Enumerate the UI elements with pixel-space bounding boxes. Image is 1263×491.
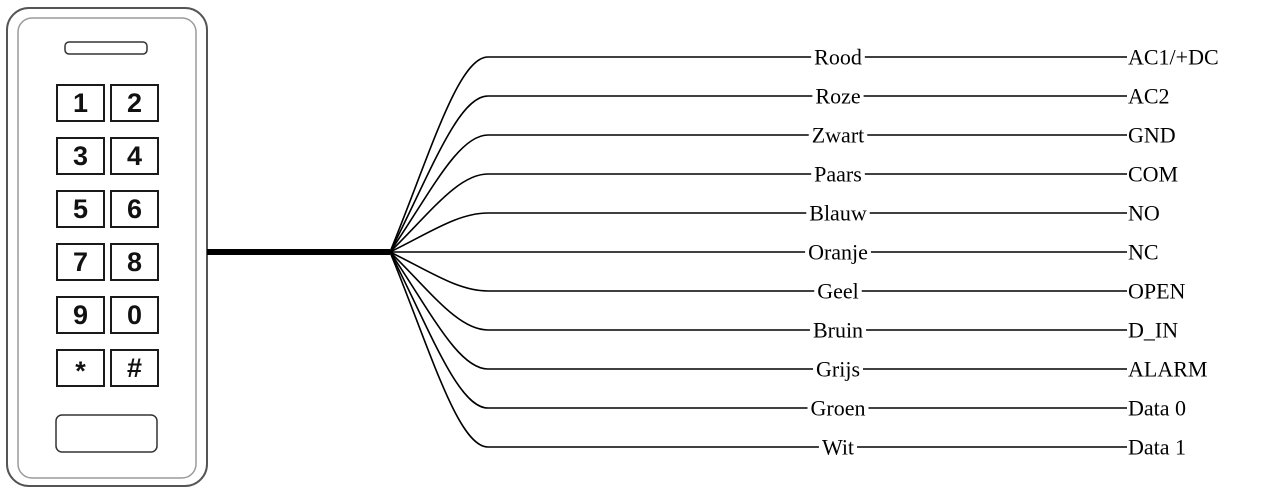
key-5[interactable]: 5 bbox=[56, 190, 105, 228]
wire-roze-lead bbox=[389, 95, 813, 253]
wire-grijs: Grijs ALARM bbox=[389, 251, 1207, 382]
indicator-slot bbox=[64, 41, 148, 55]
key-9[interactable]: 9 bbox=[56, 296, 105, 334]
wire-wit: Wit Data 1 bbox=[389, 251, 1186, 460]
key-9-frame bbox=[56, 296, 105, 334]
wire-bruin: Bruin D_IN bbox=[389, 251, 1178, 343]
wire-grijs-lead bbox=[389, 251, 813, 370]
wire-blauw: Blauw NO bbox=[389, 201, 1160, 253]
wire-signal-label: GND bbox=[1128, 123, 1176, 148]
key-7[interactable]: 7 bbox=[56, 243, 105, 281]
key-grid: 1 2 3 4 5 6 7 8 9 0 * # bbox=[56, 84, 159, 387]
device-faceplate bbox=[17, 17, 197, 479]
wire-bruin-lead bbox=[389, 251, 810, 331]
wire-color-label: Bruin bbox=[813, 318, 863, 343]
wire-blauw-lead bbox=[389, 212, 807, 253]
wire-signal-label: AC2 bbox=[1128, 84, 1170, 109]
key-4-label: 4 bbox=[127, 141, 142, 171]
key-0-frame bbox=[110, 296, 159, 334]
card-reader-area bbox=[55, 414, 158, 453]
key-5-label: 5 bbox=[73, 194, 88, 224]
key-star-frame bbox=[56, 349, 105, 387]
key-3-label: 3 bbox=[73, 141, 88, 171]
key-7-frame bbox=[56, 243, 105, 281]
key-hash-frame bbox=[110, 349, 159, 387]
wire-color-label: Grijs bbox=[816, 357, 860, 382]
wire-zwart-lead bbox=[389, 134, 809, 253]
wire-zwart: Zwart GND bbox=[389, 123, 1176, 253]
wire-color-label: Rood bbox=[814, 45, 862, 70]
key-2[interactable]: 2 bbox=[110, 84, 159, 122]
wire-signal-label: NO bbox=[1128, 201, 1160, 226]
wire-groen: Groen Data 0 bbox=[389, 251, 1186, 421]
wire-oranje: Oranje NC bbox=[390, 240, 1159, 265]
wire-signal-label: Data 1 bbox=[1128, 435, 1186, 460]
key-2-label: 2 bbox=[127, 88, 142, 118]
wire-signal-label: AC1/+DC bbox=[1128, 45, 1219, 70]
wire-paars-lead bbox=[389, 173, 812, 253]
keypad-device: 1 2 3 4 5 6 7 8 9 0 * # bbox=[6, 7, 208, 487]
wire-geel: Geel OPEN bbox=[389, 251, 1186, 304]
wire-color-label: Zwart bbox=[812, 123, 865, 148]
wire-rood: Rood AC1/+DC bbox=[389, 45, 1219, 253]
key-1[interactable]: 1 bbox=[56, 84, 105, 122]
wire-roze: Roze AC2 bbox=[389, 84, 1170, 253]
key-3[interactable]: 3 bbox=[56, 137, 105, 175]
key-star-label: * bbox=[75, 356, 86, 386]
key-9-label: 9 bbox=[73, 300, 88, 330]
wire-signal-label: ALARM bbox=[1128, 357, 1207, 382]
wire-color-label: Groen bbox=[811, 396, 866, 421]
key-4[interactable]: 4 bbox=[110, 137, 159, 175]
wire-color-label: Wit bbox=[822, 435, 854, 460]
key-hash[interactable]: # bbox=[110, 349, 159, 387]
key-1-label: 1 bbox=[73, 88, 88, 118]
key-8[interactable]: 8 bbox=[110, 243, 159, 281]
key-8-label: 8 bbox=[127, 247, 142, 277]
wire-color-label: Geel bbox=[817, 279, 859, 304]
key-8-frame bbox=[110, 243, 159, 281]
key-7-label: 7 bbox=[73, 247, 88, 277]
key-6-frame bbox=[110, 190, 159, 228]
wire-paars: Paars COM bbox=[389, 162, 1178, 253]
wire-signal-label: Data 0 bbox=[1128, 396, 1186, 421]
key-3-frame bbox=[56, 137, 105, 175]
wire-geel-lead bbox=[389, 251, 815, 292]
wire-color-label: Blauw bbox=[809, 201, 867, 226]
wire-wit-lead bbox=[389, 251, 819, 448]
key-6-label: 6 bbox=[127, 194, 142, 224]
key-4-frame bbox=[110, 137, 159, 175]
wire-color-label: Roze bbox=[815, 84, 860, 109]
wire-signal-label: OPEN bbox=[1128, 279, 1186, 304]
key-hash-label: # bbox=[127, 353, 142, 383]
wire-rood-lead bbox=[389, 56, 812, 253]
key-1-frame bbox=[56, 84, 105, 122]
key-2-frame bbox=[110, 84, 159, 122]
wire-color-label: Paars bbox=[814, 162, 862, 187]
key-5-frame bbox=[56, 190, 105, 228]
key-star[interactable]: * bbox=[56, 349, 105, 387]
key-0-label: 0 bbox=[127, 300, 142, 330]
wire-signal-label: D_IN bbox=[1128, 318, 1178, 343]
wire-groen-lead bbox=[389, 251, 808, 409]
key-0[interactable]: 0 bbox=[110, 296, 159, 334]
key-6[interactable]: 6 bbox=[110, 190, 159, 228]
wire-signal-label: NC bbox=[1128, 240, 1159, 265]
wire-signal-label: COM bbox=[1128, 162, 1178, 187]
wire-color-label: Oranje bbox=[808, 240, 868, 265]
